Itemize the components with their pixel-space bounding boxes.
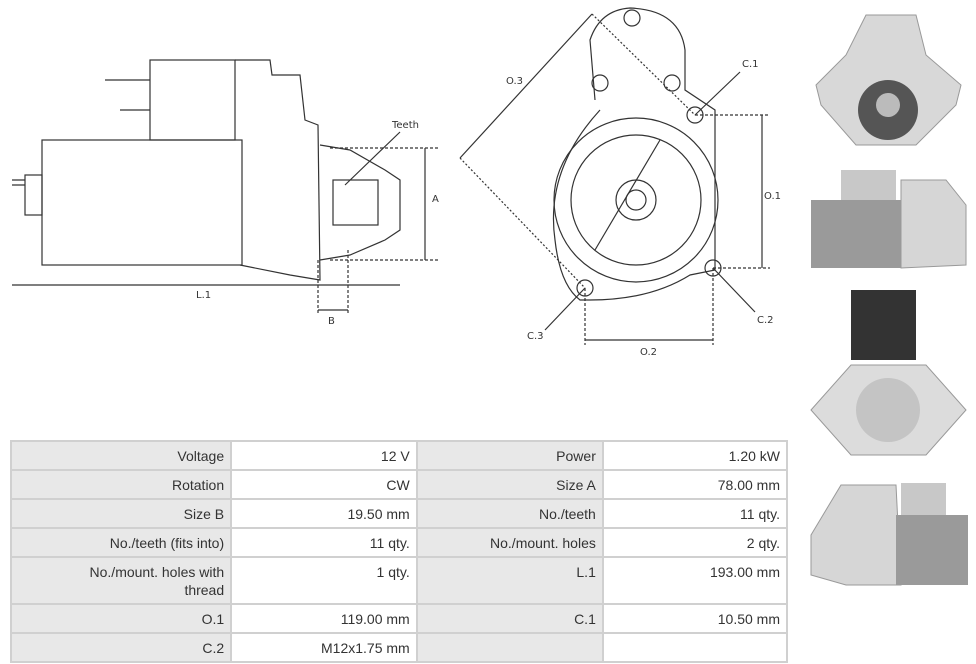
spec-value: CW bbox=[230, 469, 418, 500]
spec-label: No./teeth bbox=[415, 498, 604, 529]
spec-label: Voltage bbox=[9, 440, 233, 471]
label-c1: C.1 bbox=[742, 59, 759, 70]
spec-value: 193.00 mm bbox=[601, 556, 789, 605]
label-b: B bbox=[328, 316, 335, 327]
spec-value: 11 qty. bbox=[230, 527, 418, 558]
spec-label: No./mount. holes with thread bbox=[9, 556, 233, 605]
spec-value: M12x1.75 mm bbox=[230, 632, 418, 663]
product-photo-rear bbox=[810, 290, 967, 456]
spec-label: O.1 bbox=[9, 603, 233, 634]
product-photo-side-1 bbox=[811, 170, 967, 269]
spec-label bbox=[415, 632, 604, 663]
front-view-drawing bbox=[459, 7, 770, 345]
spec-label: No./mount. holes bbox=[415, 527, 604, 558]
spec-value: 1.20 kW bbox=[601, 440, 789, 471]
spec-label: Power bbox=[415, 440, 604, 471]
label-l1: L.1 bbox=[196, 290, 212, 301]
spec-label: No./teeth (fits into) bbox=[9, 527, 233, 558]
label-o1: O.1 bbox=[764, 191, 782, 202]
spec-label: C.1 bbox=[415, 603, 604, 634]
product-photo-front bbox=[815, 14, 962, 146]
label-c2: C.2 bbox=[757, 315, 774, 326]
spec-label: Size A bbox=[415, 469, 604, 500]
spec-label: L.1 bbox=[415, 556, 604, 605]
spec-value: 11 qty. bbox=[601, 498, 789, 529]
spec-value: 10.50 mm bbox=[601, 603, 789, 634]
spec-value: 12 V bbox=[230, 440, 418, 471]
label-c3: C.3 bbox=[527, 331, 544, 342]
spec-value bbox=[601, 632, 789, 663]
spec-row: No./teeth (fits into)11 qty.No./mount. h… bbox=[9, 527, 789, 558]
label-o2: O.2 bbox=[640, 347, 658, 358]
label-o3: O.3 bbox=[506, 76, 524, 87]
spec-value: 19.50 mm bbox=[230, 498, 418, 529]
spec-value: 78.00 mm bbox=[601, 469, 789, 500]
label-a: A bbox=[432, 194, 439, 205]
label-teeth: Teeth bbox=[392, 120, 419, 131]
spec-label: Rotation bbox=[9, 469, 233, 500]
spec-label: Size B bbox=[9, 498, 233, 529]
spec-value: 119.00 mm bbox=[230, 603, 418, 634]
product-photo-side-2 bbox=[810, 483, 968, 586]
spec-value: 1 qty. bbox=[230, 556, 418, 605]
spec-value: 2 qty. bbox=[601, 527, 789, 558]
spec-label: C.2 bbox=[9, 632, 233, 663]
side-view-drawing bbox=[12, 59, 440, 315]
